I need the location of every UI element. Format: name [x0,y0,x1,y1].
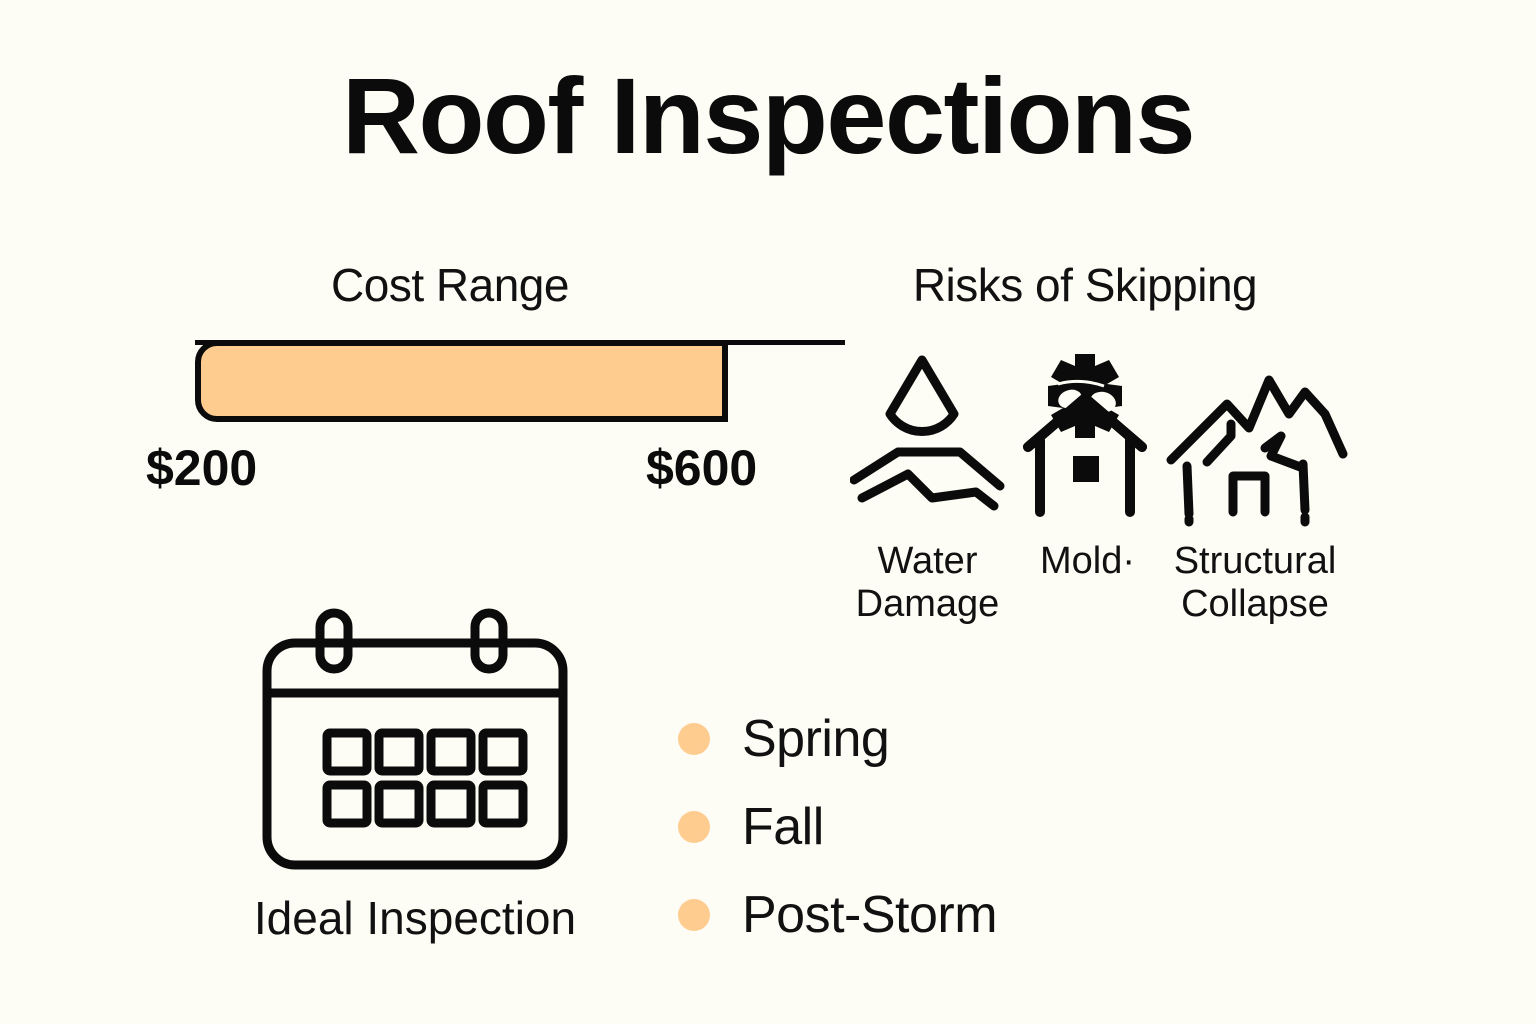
water-drop-icon [850,355,1005,511]
risk-label-line-2: Collapse [1181,583,1329,625]
cost-min-label: $200 [146,440,258,496]
bullet-icon [678,899,710,931]
risk-label-structural-collapse: Structural Collapse [1140,540,1370,626]
risk-icon-row [840,352,1360,532]
season-label: Spring [742,710,890,768]
bullet-icon [678,811,710,843]
calendar-icon [262,608,568,870]
list-item: Spring [678,695,1098,783]
collapsed-house-icon [1166,375,1348,527]
risks-heading: Risks of Skipping [912,259,1258,311]
cost-range-heading: Cost Range [331,259,569,311]
bullet-icon [678,723,710,755]
risk-label-line-2: Damage [855,583,1000,625]
page-title: Roof Inspections [341,55,1196,176]
cost-range-bar [195,340,845,426]
risk-label-line-1: Mold· [1039,540,1136,582]
list-item: Fall [678,783,1098,871]
cost-range-fill [195,340,728,422]
ideal-inspection-caption: Ideal Inspection [253,892,577,944]
risk-label-water-damage: Water Damage [840,540,1015,626]
risk-label-mold: Mold· [1025,540,1150,583]
season-list: Spring Fall Post-Storm [678,695,1098,959]
calendar-block [255,605,575,875]
mold-house-icon [1023,354,1147,517]
risk-label-line-1: Structural [1173,540,1337,582]
season-label: Post-Storm [742,886,998,944]
risk-label-line-1: Water [877,540,978,582]
cost-max-label: $600 [646,440,758,496]
list-item: Post-Storm [678,871,1098,959]
season-label: Fall [742,798,824,856]
risk-label-row: Water Damage Mold· Structural Collapse [840,540,1370,630]
